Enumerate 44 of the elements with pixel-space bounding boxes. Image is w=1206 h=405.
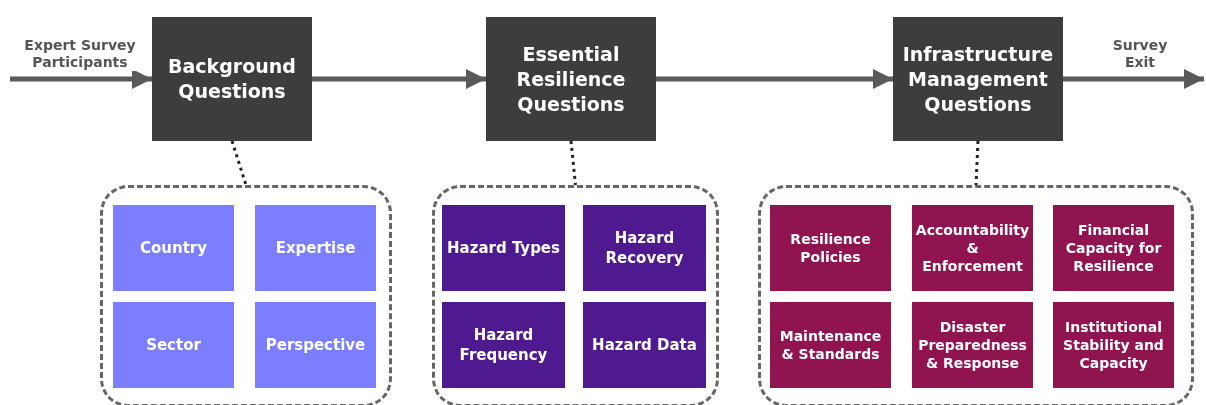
dotted-connector: [230, 140, 248, 186]
dashed-group-box: [100, 185, 392, 405]
topic-box: [770, 302, 891, 388]
topic-label: Hazard Types: [446, 238, 561, 258]
topic-box: [255, 205, 376, 291]
topic-box: [1053, 205, 1174, 291]
topic-label: Perspective: [264, 335, 367, 355]
topic-box: [912, 205, 1033, 291]
topic-label: Institutional Stability and Capacity: [1062, 318, 1165, 372]
topic-label: Maintenance & Standards: [778, 327, 883, 363]
topic-box: [442, 205, 565, 291]
question-title: Infrastructure Management Questions: [901, 41, 1055, 117]
topic-box: [113, 302, 234, 388]
dashed-group-box: [432, 185, 719, 405]
topic-label: Expertise: [274, 238, 357, 258]
topic-box: [113, 205, 234, 291]
topic-label: Hazard Recovery: [604, 228, 685, 268]
topic-box: [583, 302, 706, 388]
topic-label: Sector: [145, 335, 202, 355]
topic-label: Country: [139, 238, 208, 258]
question-box: [152, 17, 312, 141]
topic-box: [770, 205, 891, 291]
topic-box: [912, 302, 1033, 388]
topic-label: Financial Capacity for Resilience: [1064, 221, 1163, 275]
question-box: [893, 17, 1063, 141]
topic-label: Accountability & Enforcement: [914, 221, 1031, 275]
topic-label: Hazard Data: [591, 335, 698, 355]
dashed-group-box: [758, 185, 1194, 405]
arrow: [656, 69, 893, 89]
dotted-connector: [974, 140, 980, 186]
question-box: [486, 17, 656, 141]
topic-box: [255, 302, 376, 388]
topic-box: [1053, 302, 1174, 388]
topic-label: Hazard Frequency: [458, 325, 549, 365]
arrow: [10, 69, 152, 89]
arrow: [312, 69, 486, 89]
topic-box: [442, 302, 565, 388]
question-title: Background Questions: [167, 54, 297, 104]
question-title: Essential Resilience Questions: [515, 41, 627, 117]
dotted-connector: [569, 140, 577, 186]
arrow: [1063, 69, 1204, 89]
topic-label: Resilience Policies: [789, 230, 872, 266]
topic-box: [583, 205, 706, 291]
topic-label: Disaster Preparedness & Response: [917, 318, 1028, 372]
